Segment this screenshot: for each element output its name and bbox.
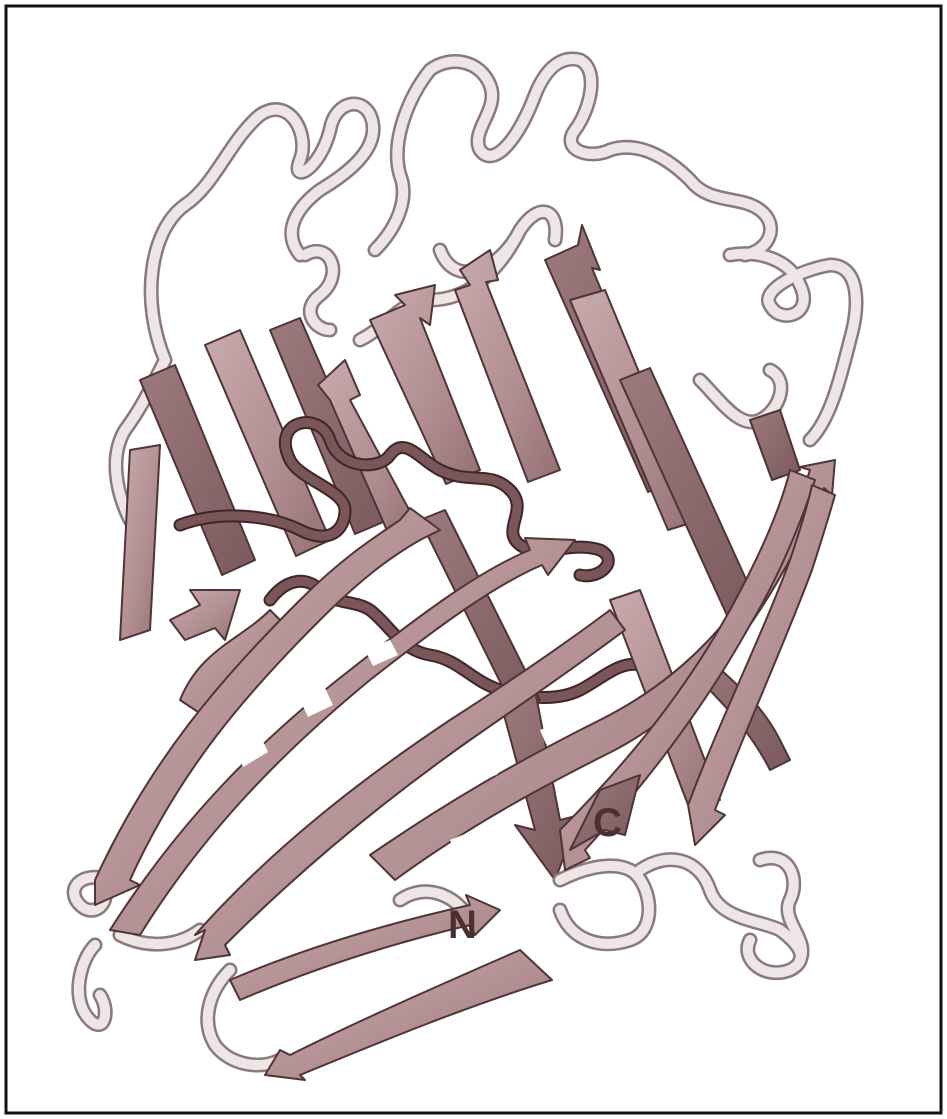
front-loops <box>74 858 802 1065</box>
n-terminus-label: N <box>448 903 477 947</box>
c-terminus-label: C <box>593 801 622 845</box>
